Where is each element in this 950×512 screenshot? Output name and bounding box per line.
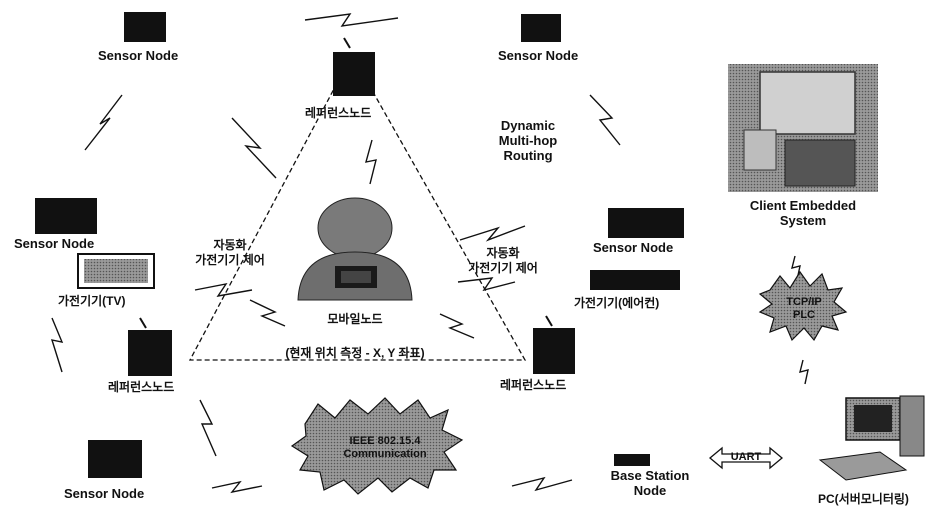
ref-node-right-device [533,316,575,374]
tcpip-burst-label: TCP/IP PLC [772,296,836,322]
wireless-link-tl-to-center [232,118,276,178]
sensor-node-top-right-device [521,14,561,42]
base-station-label: Base Station Node [590,468,710,498]
sensor-node-right-device [608,208,684,238]
wireless-link-aircon [458,278,515,290]
appliance-left-line-2: 가전기기 제어 [175,253,285,268]
wireless-link-bottom-sensor [212,482,262,492]
base-station-line-1: Base Station [590,468,710,483]
sensor-node-left-device [35,198,97,234]
ref-node-top-label: 레퍼런스노드 [305,104,371,121]
routing-label: Dynamic Multi-hop Routing [468,118,588,163]
tcpip-line-2: PLC [772,309,836,322]
appliance-right-control-label: 자동화 가전기기 제어 [448,246,558,276]
aircon-device [590,270,680,290]
routing-line-2: Multi-hop [468,133,588,148]
sensor-node-bottom-left-device [88,440,142,478]
appliance-left-device-label: 가전기기(TV) [58,292,126,309]
sensor-node-right-label: Sensor Node [593,240,673,255]
wireless-link-ref-to-ieee [200,400,216,456]
wireless-link-mobile-left [250,300,285,326]
pc-server-icon [820,396,924,480]
appliance-left-line-1: 자동화 [175,238,285,253]
wireless-link-pc [800,360,808,384]
tcpip-line-1: TCP/IP [772,296,836,309]
wireless-link-left-vertical [52,318,62,372]
client-line-2: System [722,213,884,228]
pc-label: PC(서버모니터링) [818,490,909,507]
routing-line-1: Dynamic [468,118,588,133]
routing-line-3: Routing [468,148,588,163]
appliance-left-control-label: 자동화 가전기기 제어 [175,238,285,268]
appliance-right-line-1: 자동화 [448,246,558,261]
wireless-link-ref-down [366,140,376,184]
wireless-link-tv [195,284,252,296]
mobile-node-label: 모바일노드 [300,310,410,327]
ieee-line-1: IEEE 802.15.4 [320,435,450,448]
wireless-link-tr-diag [590,95,620,145]
ieee-line-2: Communication [320,448,450,461]
sensor-node-top-right-label: Sensor Node [498,48,578,63]
mobile-node-person-icon [298,198,412,300]
ref-node-left-device [128,318,172,376]
sensor-node-top-left-label: Sensor Node [98,48,178,63]
base-station-device [614,454,650,466]
ref-node-top-device [333,38,375,96]
client-embedded-system-photo [728,64,878,192]
client-line-1: Client Embedded [722,198,884,213]
wireless-link-to-base [512,478,572,490]
wireless-link-mobile-right [440,314,474,338]
wireless-link-tl-diag [85,95,122,150]
wireless-link-top [305,14,398,26]
base-station-line-2: Node [590,483,710,498]
ref-node-right-label: 레퍼런스노드 [500,376,566,393]
appliance-right-line-2: 가전기기 제어 [448,261,558,276]
appliance-right-device-label: 가전기기(에어컨) [574,294,659,311]
mobile-node-position-label: (현재 위치 측정 - X, Y 좌표) [230,344,480,361]
uart-label: UART [722,451,770,463]
ref-node-left-label: 레퍼런스노드 [108,378,174,395]
sensor-node-bottom-left-label: Sensor Node [64,486,144,501]
client-embedded-label: Client Embedded System [722,198,884,228]
sensor-node-left-label: Sensor Node [14,236,94,251]
sensor-node-top-left-device [124,12,166,42]
ieee-burst-label: IEEE 802.15.4 Communication [320,435,450,461]
wireless-link-right-to-center [460,226,525,240]
